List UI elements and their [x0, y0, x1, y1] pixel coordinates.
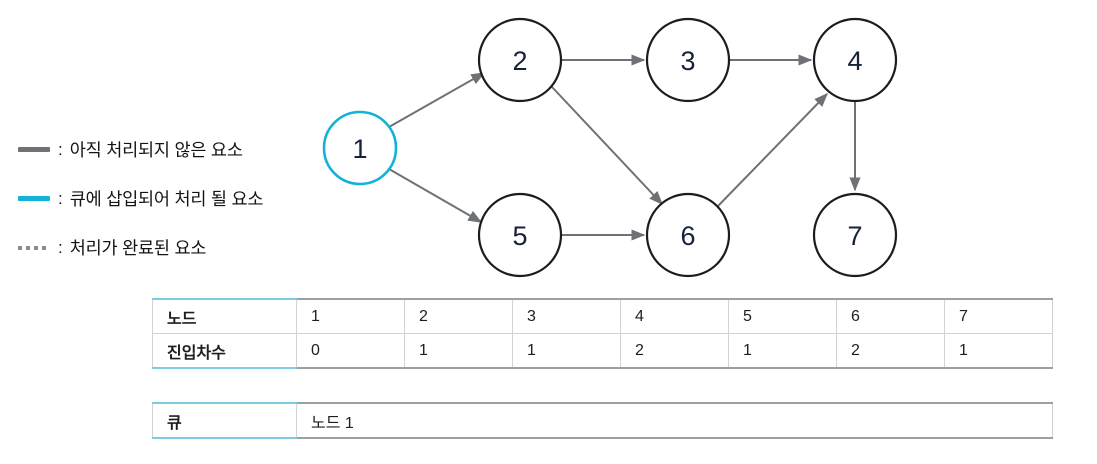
indegree-cell-7: 1 [944, 333, 1053, 369]
edge-6-to-4 [717, 92, 828, 207]
row-header-queue: 큐 [152, 402, 297, 439]
node-cell-7: 7 [944, 298, 1053, 334]
row-header-indegree: 진입차수 [152, 333, 297, 369]
graph-node-3-label: 3 [680, 46, 695, 76]
graph-node-7[interactable]: 7 [812, 192, 898, 278]
queue-contents: 노드 1 [296, 402, 1053, 439]
graph-node-1-label: 1 [352, 134, 367, 164]
directed-graph: 1 2 3 4 5 6 7 [300, 0, 940, 290]
indegree-cell-4: 2 [620, 333, 729, 369]
legend: : 아직 처리되지 않은 요소 : 큐에 삽입되어 처리 될 요소 : 처리가 … [18, 136, 328, 283]
graph-nodes: 1 2 3 4 5 6 7 [322, 17, 898, 278]
graph-node-7-label: 7 [847, 221, 862, 251]
legend-item-done: : 처리가 완료된 요소 [18, 234, 328, 261]
solid-line-cyan-icon [18, 192, 54, 206]
legend-label-queued: 큐에 삽입되어 처리 될 요소 [69, 189, 264, 209]
edge-2-to-6 [551, 86, 663, 206]
graph-node-5-label: 5 [512, 221, 527, 251]
graph-node-5[interactable]: 5 [477, 192, 563, 278]
node-cell-2: 2 [404, 298, 513, 334]
edge-1-to-5 [388, 168, 483, 223]
indegree-cell-2: 1 [404, 333, 513, 369]
table-row-nodes: 노드 1 2 3 4 5 6 7 [152, 298, 1053, 334]
legend-label-unvisited: 아직 처리되지 않은 요소 [69, 140, 243, 160]
edge-1-to-2 [388, 72, 486, 128]
row-header-node: 노드 [152, 298, 297, 334]
legend-separator-1: : [58, 189, 63, 208]
indegree-cell-3: 1 [512, 333, 621, 369]
graph-node-6-label: 6 [680, 221, 695, 251]
legend-separator-0: : [58, 140, 63, 159]
graph-edges [388, 54, 861, 241]
indegree-cell-6: 2 [836, 333, 945, 369]
graph-node-1[interactable]: 1 [322, 110, 398, 186]
node-cell-5: 5 [728, 298, 837, 334]
table-row-indegrees: 진입차수 0 1 1 2 1 2 1 [152, 333, 1053, 369]
graph-node-2[interactable]: 2 [477, 17, 563, 103]
solid-line-gray-icon [18, 143, 54, 157]
legend-label-done: 처리가 완료된 요소 [69, 238, 207, 258]
graph-node-6[interactable]: 6 [645, 192, 731, 278]
graph-node-4[interactable]: 4 [812, 17, 898, 103]
indegree-cell-5: 1 [728, 333, 837, 369]
table-row-queue: 큐 노드 1 [152, 402, 1053, 439]
legend-separator-2: : [58, 238, 63, 257]
queue-table: 큐 노드 1 [152, 402, 1053, 439]
legend-item-queued: : 큐에 삽입되어 처리 될 요소 [18, 185, 328, 212]
indegree-cell-1: 0 [296, 333, 405, 369]
dotted-line-gray-icon [18, 241, 54, 255]
indegree-table: 노드 1 2 3 4 5 6 7 진입차수 0 1 1 2 1 2 1 [152, 298, 1053, 369]
node-cell-6: 6 [836, 298, 945, 334]
graph-node-3[interactable]: 3 [645, 17, 731, 103]
node-cell-4: 4 [620, 298, 729, 334]
graph-node-4-label: 4 [847, 46, 862, 76]
node-cell-1: 1 [296, 298, 405, 334]
graph-node-2-label: 2 [512, 46, 527, 76]
legend-item-unvisited: : 아직 처리되지 않은 요소 [18, 136, 328, 163]
node-cell-3: 3 [512, 298, 621, 334]
